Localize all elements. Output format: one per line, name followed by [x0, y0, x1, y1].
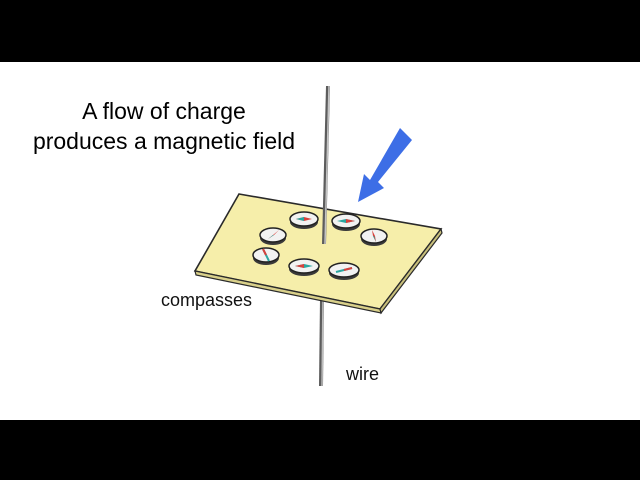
compass-4	[259, 227, 287, 245]
wire-compass-diagram	[193, 85, 443, 387]
slide: A flow of charge produces a magnetic fie…	[0, 62, 640, 420]
compass-3	[360, 228, 388, 246]
compass-7	[328, 262, 360, 280]
letterbox-top	[0, 0, 640, 62]
compass-5	[252, 247, 280, 265]
cardboard-sheet	[193, 193, 443, 315]
title-line-1: A flow of charge	[82, 98, 246, 124]
down-left-arrow-icon	[358, 128, 412, 202]
title-line-2: produces a magnetic field	[32, 128, 296, 154]
wire-lower	[319, 297, 324, 387]
compass-6	[288, 258, 320, 276]
compass-1	[289, 211, 319, 229]
wire-upper	[322, 85, 330, 245]
label-compasses: compasses	[161, 290, 253, 310]
compass-2	[331, 213, 361, 231]
label-wire: wire	[346, 364, 380, 384]
letterbox-bottom	[0, 420, 640, 480]
slide-title: A flow of charge produces a magnetic fie…	[14, 96, 314, 156]
